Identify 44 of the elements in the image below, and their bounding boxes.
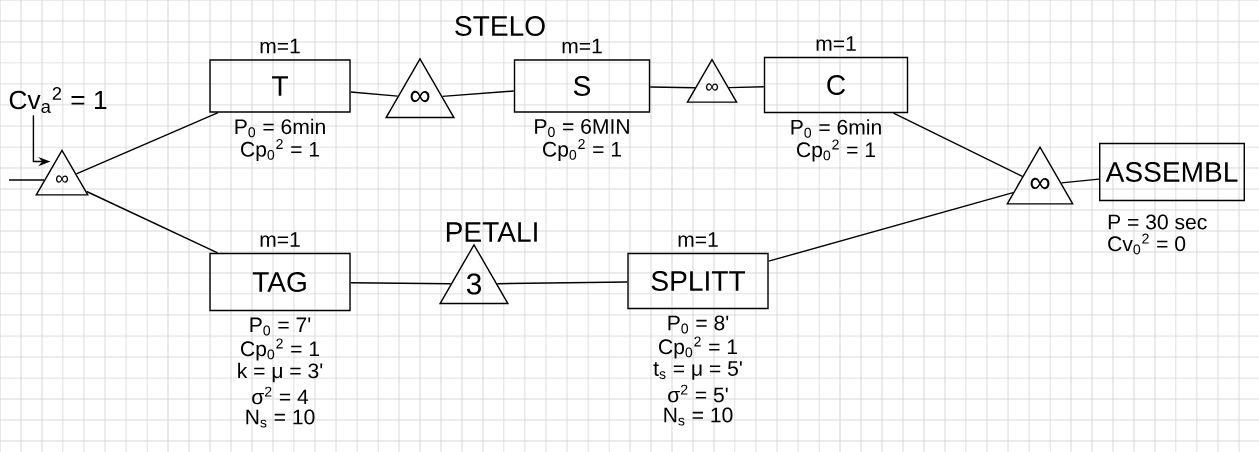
connector-line [892,112,1024,178]
note-text: Cv$_{a}$$^{2}$ = 1 [9,87,107,114]
connector-line [768,191,1014,262]
connector-line [8,179,45,181]
process-box: C [763,56,909,114]
parameter-text: Cv$_{0}$$^{2}$ = 0 [1108,233,1186,255]
parameter-text: P$_{0}$ = 7' [250,317,311,336]
parameter-text: t$_{s}$ = μ = 5' [653,361,742,380]
parameter-text: m=1 [562,38,602,54]
section-label: STELO [455,16,545,36]
process-box: TAG [209,252,351,312]
connector-line [75,112,219,175]
parameter-text: m=1 [816,36,856,51]
parameter-text: N$_{s}$ = 10 [664,407,733,426]
process-box: S [513,59,651,113]
process-box: SPLITT [627,252,769,310]
parameter-text: σ$^{2}$ = 5' [668,384,728,403]
parameter-text: N$_{s}$ = 10 [246,409,315,428]
process-box: ASSEMBL [1099,142,1245,202]
parameter-text: P$_{0}$ = 8' [668,315,729,334]
connector-line [728,86,765,89]
parameter-text: P$_{0}$ = 6min [791,119,881,138]
connector-line [441,90,515,98]
parameter-text: m=1 [678,232,718,247]
parameter-text: σ$^{2}$ = 4 [252,386,309,405]
parameter-text: Cp$_{0}$$^{2}$ = 1 [241,338,319,361]
parameter-text: k = μ = 3' [238,362,323,383]
connector-line [350,282,452,285]
parameter-text: P = 30 sec [1108,214,1207,230]
parameter-text: Cp$_{0}$$^{2}$ = 1 [797,139,875,162]
parameter-text: Cp$_{0}$$^{2}$ = 1 [241,139,319,161]
parameter-text: Cp$_{0}$$^{2}$ = 1 [659,336,737,359]
connector-line [649,86,696,89]
connector-line [496,281,628,285]
connector-line [350,91,399,97]
parameter-text: m=1 [260,38,300,54]
parameter-text: m=1 [260,232,300,247]
process-box: T [209,59,351,113]
parameter-text: P$_{0}$ = 6min [235,118,325,138]
parameter-text: Cp$_{0}$$^{2}$ = 1 [543,139,621,161]
connector-line [1060,178,1100,184]
connector-line [85,190,219,254]
parameter-text: P$_{0}$ = 6MIN [535,119,629,137]
buffer-triangle: ∞ [686,58,738,103]
